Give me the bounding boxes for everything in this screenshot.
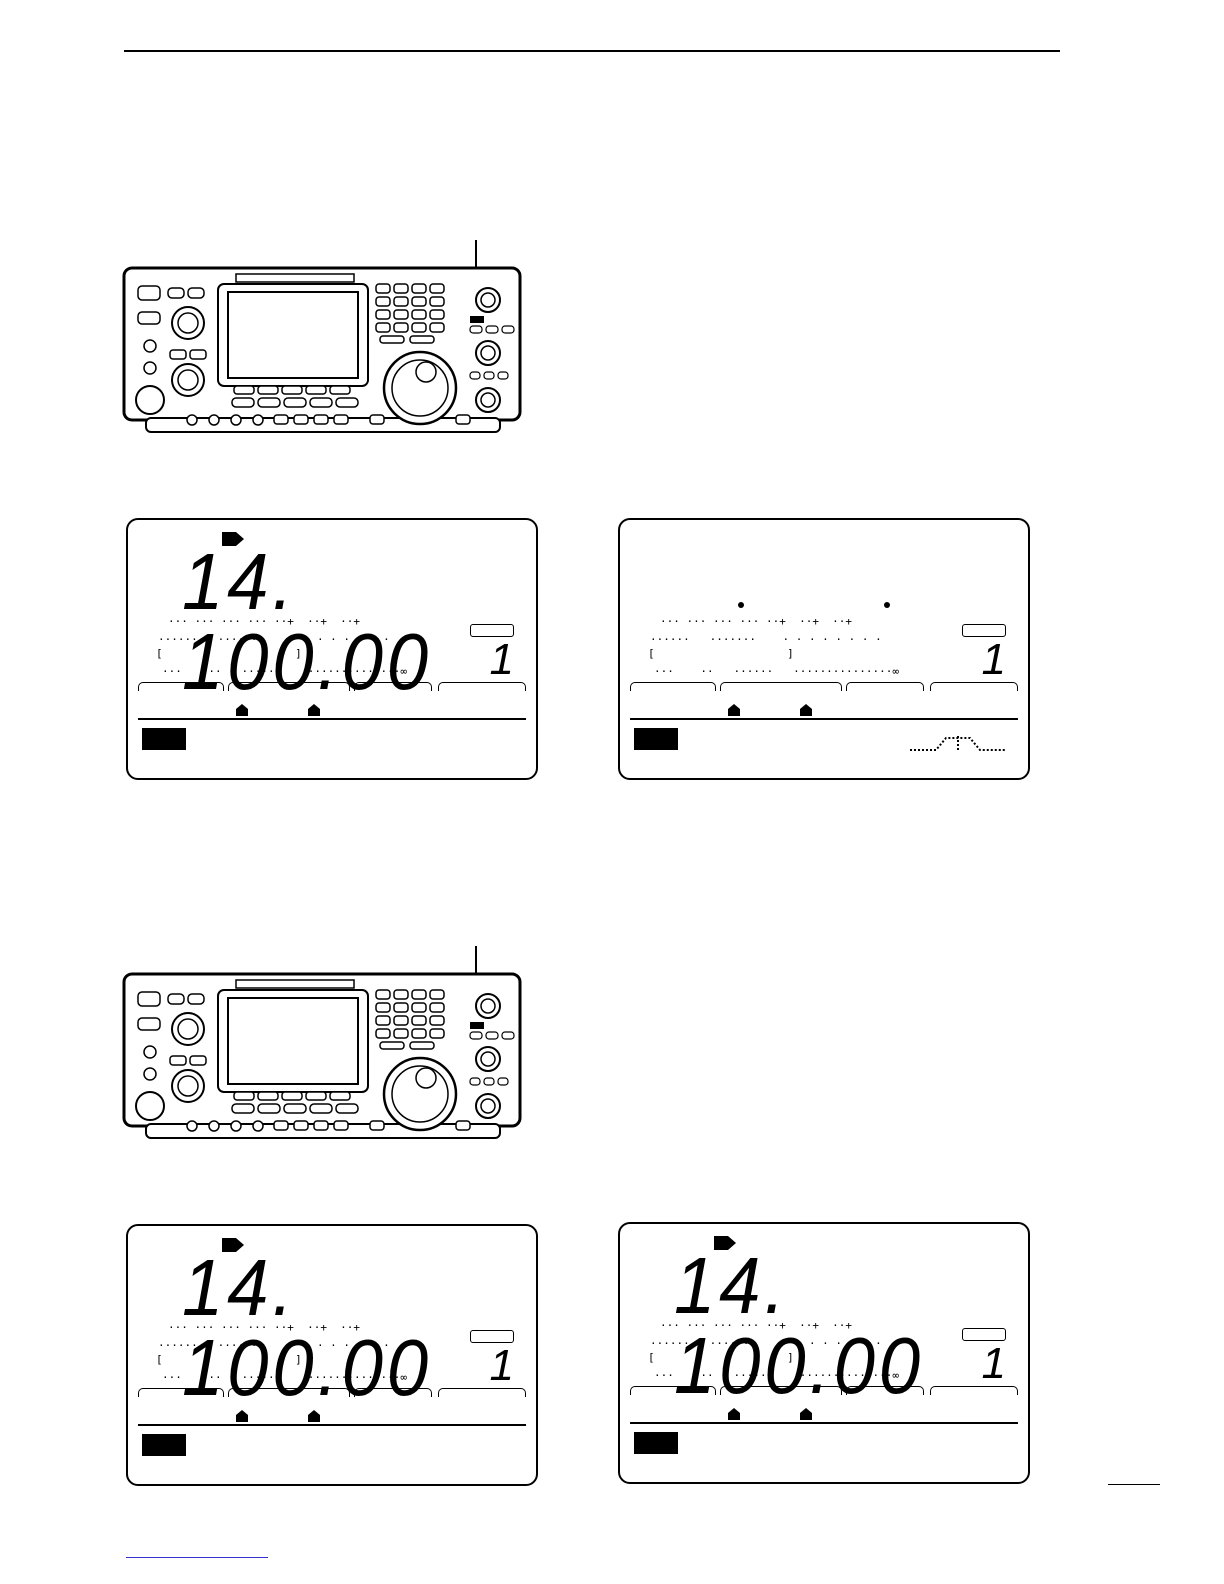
top-rule [124,50,1060,52]
meter-scale-row: ······ ······· · · · · · · · · [650,633,882,646]
mode-indicator-block [634,728,678,750]
mode-indicator-block [142,1434,186,1456]
pentagon-marker-icon [236,1410,248,1422]
meter-scale-row: ······ ······· · · · · · · · · [650,1337,882,1350]
meter-scale-row: ··· ··· ··· ··· ··+ ··+ ··+ [168,615,361,628]
frequency-readout: 14. 100.00 [182,537,432,706]
separator-line [630,718,1018,720]
indicator-box [470,1330,514,1343]
memory-channel: 1 [489,1341,514,1390]
memory-channel: 1 [981,635,1006,684]
meter-scale-row: ··· ··· ··· ··· ··+ ··+ ··+ [168,1321,361,1334]
pentagon-marker-icon [236,704,248,716]
passband-filter-icon [910,736,1006,751]
dot-icon [738,602,744,608]
meter-scale-row: [ ] [648,1351,794,1364]
pentagon-marker-icon [308,704,320,716]
transceiver-icon [122,946,522,1139]
indicator-box [962,1328,1006,1341]
page-corner-rule [1108,1484,1160,1485]
meter-scale-row: ··· ··· ··· ··· ··+ ··+ ··+ [660,1319,853,1332]
separator-line [138,718,526,720]
memory-channel: 1 [489,635,514,684]
meter-scale-row: ··· ·· ······ ···············∞ [162,665,408,678]
function-tabs [138,682,526,692]
pentagon-marker-icon [728,704,740,716]
function-tabs [630,1386,1018,1396]
transceiver-illustration [118,238,528,438]
meter-scale-row: ··· ·· ······ ···············∞ [162,1371,408,1384]
memory-channel: 1 [981,1339,1006,1388]
function-tabs [138,1388,526,1398]
meter-scale-row: [ ] [156,1353,302,1366]
vfo-arrow-icon [714,1236,736,1250]
meter-scale-row: ··· ·· ······ ···············∞ [654,665,900,678]
pentagon-marker-icon [728,1408,740,1420]
meter-scale-row: [ ] [156,647,302,660]
transceiver-icon [122,240,522,433]
indicator-box [470,624,514,637]
lcd-display-4: 14. 100.00 ··· ··· ··· ··· ··+ ··+ ··+ ·… [618,1222,1030,1484]
footer-link-rule [126,1557,268,1558]
lcd-display-1: 14. 100.00 ··· ··· ··· ··· ··+ ··+ ··+ ·… [126,518,538,780]
dot-icon [884,602,890,608]
lcd-display-3: 14. 100.00 ··· ··· ··· ··· ··+ ··+ ··+ ·… [126,1224,538,1486]
meter-scale-row: ··· ··· ··· ··· ··+ ··+ ··+ [660,615,853,628]
mode-indicator-block [142,728,186,750]
indicator-box [962,624,1006,637]
function-tabs [630,682,1018,692]
pentagon-marker-icon [800,1408,812,1420]
pentagon-marker-icon [800,704,812,716]
meter-scale-row: [ ] [648,647,794,660]
vfo-arrow-icon [222,532,244,546]
mode-indicator-block [634,1432,678,1454]
lcd-display-2: ··· ··· ··· ··· ··+ ··+ ··+ ······ ·····… [618,518,1030,780]
separator-line [630,1422,1018,1424]
separator-line [138,1424,526,1426]
transceiver-illustration [118,944,528,1144]
meter-scale-row: ······ ······· · · · · · · · · [158,633,390,646]
meter-scale-row: ······ ······· · · · · · · · · [158,1339,390,1352]
vfo-arrow-icon [222,1238,244,1252]
pentagon-marker-icon [308,1410,320,1422]
meter-scale-row: ··· ·· ······ ···············∞ [654,1369,900,1382]
